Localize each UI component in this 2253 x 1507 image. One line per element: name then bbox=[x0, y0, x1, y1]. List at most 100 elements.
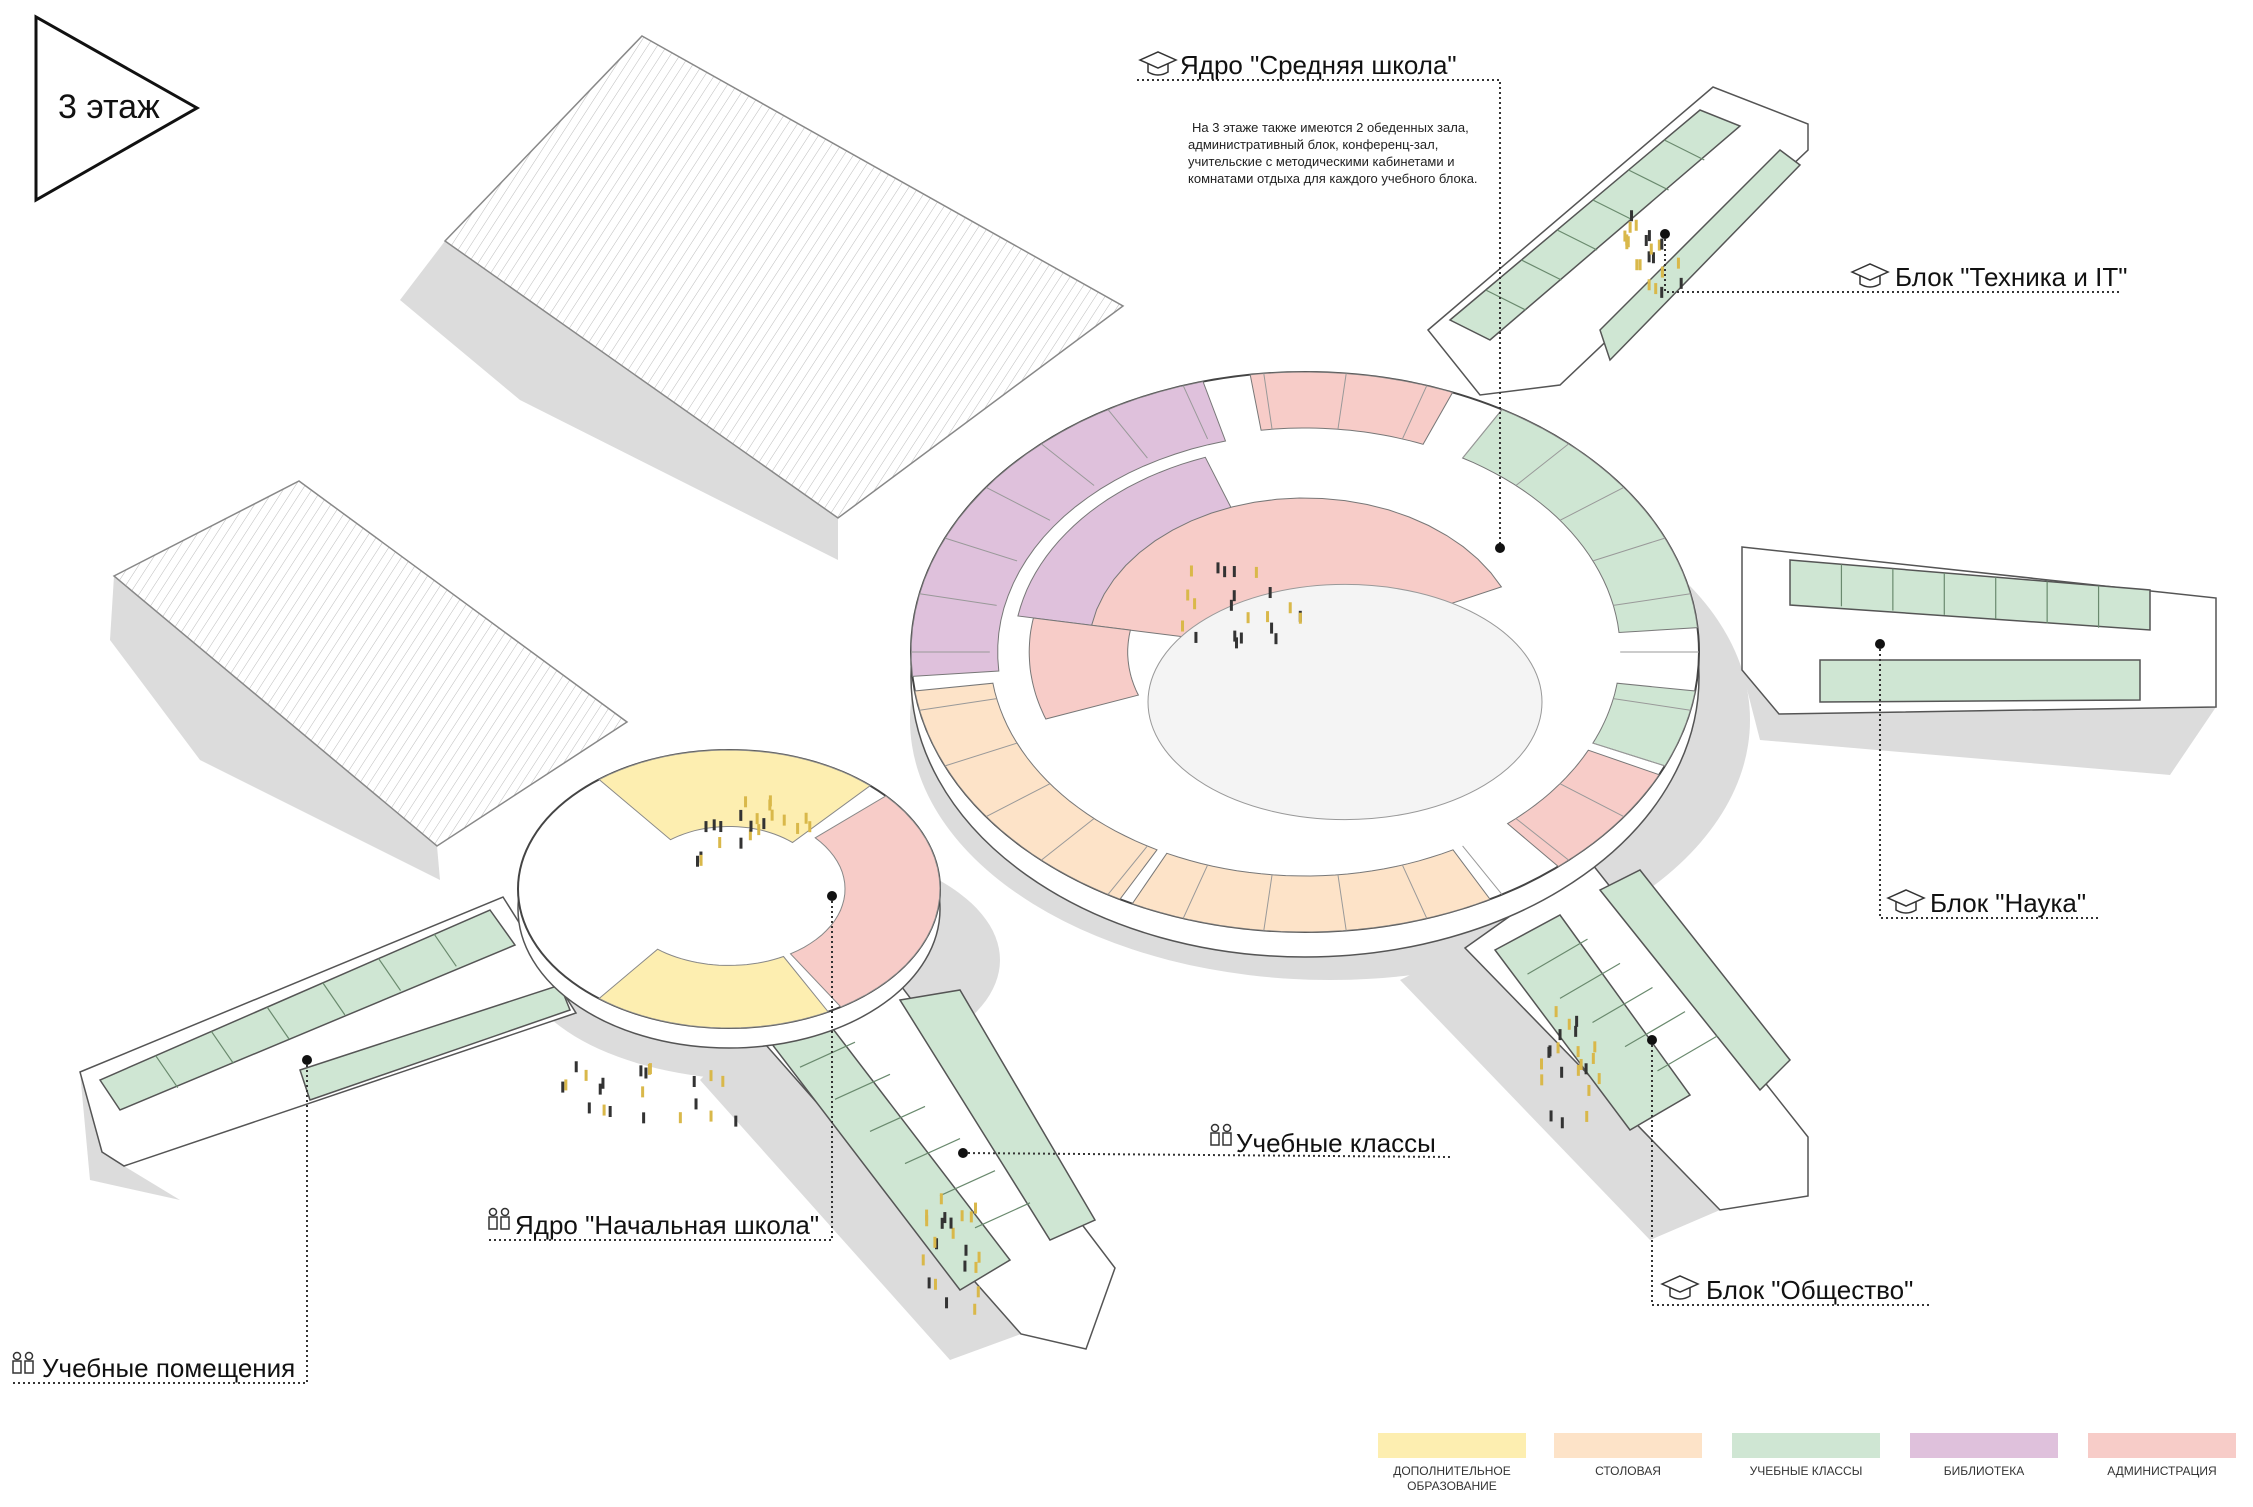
person-figure bbox=[1246, 612, 1250, 624]
room-divider bbox=[1664, 139, 1705, 161]
person-figure bbox=[757, 824, 761, 836]
person-figure bbox=[976, 1286, 980, 1298]
room-divider bbox=[1462, 845, 1503, 895]
person-figure bbox=[1270, 622, 1274, 634]
person-figure bbox=[1654, 283, 1658, 295]
person-figure bbox=[949, 1217, 953, 1229]
svg-text:ДОПОЛНИТЕЛЬНОЕ: ДОПОЛНИТЕЛЬНОЕ bbox=[1393, 1464, 1511, 1478]
person-figure bbox=[925, 1215, 929, 1227]
person-figure bbox=[977, 1251, 981, 1263]
person-figure bbox=[945, 1297, 949, 1309]
person-figure bbox=[1232, 590, 1236, 602]
person-figure bbox=[739, 837, 743, 849]
cap-base bbox=[1859, 276, 1881, 288]
primary-school-core bbox=[517, 749, 941, 1049]
room-divider bbox=[433, 933, 457, 967]
person-figure bbox=[602, 1104, 606, 1116]
roof-small bbox=[112, 480, 629, 847]
person-figure bbox=[1274, 633, 1278, 645]
legend-item-classrooms: УЧЕБНЫЕ КЛАССЫ bbox=[1732, 1433, 1880, 1478]
room-divider bbox=[1613, 593, 1691, 606]
svg-text:БИБЛИОТЕКА: БИБЛИОТЕКА bbox=[1944, 1464, 2025, 1478]
person-figure bbox=[696, 855, 700, 867]
canteen-bottom bbox=[1131, 849, 1491, 933]
label-middle-school: Ядро "Средняя школа" bbox=[1180, 50, 1457, 80]
person-figure bbox=[639, 1065, 643, 1077]
cap-top bbox=[1850, 263, 1890, 281]
person-figure bbox=[1556, 1042, 1560, 1054]
person-figure bbox=[1216, 562, 1220, 574]
room-divider bbox=[1107, 845, 1148, 895]
person-figure bbox=[744, 796, 748, 808]
person-figure bbox=[1540, 1058, 1544, 1070]
middle-school-core bbox=[910, 371, 1700, 958]
person-figure bbox=[641, 1086, 645, 1098]
children-icon bbox=[1210, 1123, 1232, 1146]
room-divider bbox=[986, 486, 1051, 521]
svg-text:учительские с методическими ка: учительские с методическими кабинетами и bbox=[1188, 154, 1455, 169]
person-figure bbox=[719, 821, 723, 833]
children-icon bbox=[12, 1351, 34, 1374]
classrooms-right bbox=[1461, 408, 1699, 634]
person-figure bbox=[933, 1278, 937, 1290]
person-figure bbox=[1660, 266, 1664, 278]
classrooms-science-b bbox=[1819, 659, 2141, 703]
person-figure bbox=[1266, 611, 1270, 623]
room-divider bbox=[869, 1105, 926, 1132]
person-figure bbox=[964, 1244, 968, 1256]
person-figure bbox=[1548, 1045, 1552, 1057]
person-figure bbox=[1229, 599, 1233, 611]
person-figure bbox=[960, 1210, 964, 1222]
person-figure bbox=[1579, 1058, 1583, 1070]
person-figure bbox=[587, 1102, 591, 1114]
person-figure bbox=[768, 799, 772, 811]
child-head bbox=[1210, 1123, 1220, 1133]
legend-item-library: БИБЛИОТЕКА bbox=[1910, 1433, 2058, 1478]
person-figure bbox=[1560, 1066, 1564, 1078]
room-divider bbox=[1559, 486, 1624, 521]
person-figure bbox=[951, 1227, 955, 1239]
room-divider bbox=[1624, 1011, 1686, 1048]
person-figure bbox=[796, 822, 800, 834]
room-divider bbox=[1337, 373, 1347, 430]
person-figure bbox=[939, 1193, 943, 1205]
person-figure bbox=[1576, 1064, 1580, 1076]
room-divider bbox=[1559, 962, 1621, 999]
graduation-cap-icon bbox=[1660, 1275, 1700, 1300]
cap-base bbox=[1147, 64, 1169, 76]
room-divider bbox=[1592, 199, 1634, 221]
person-figure bbox=[755, 813, 759, 825]
person-figure bbox=[1585, 1110, 1589, 1122]
room-divider bbox=[834, 1073, 891, 1100]
person-figure bbox=[608, 1105, 612, 1117]
classrooms-right-low bbox=[1592, 682, 1696, 767]
label-science: Блок "Наука" bbox=[1930, 888, 2086, 918]
person-figure bbox=[749, 820, 753, 832]
person-figure bbox=[940, 1217, 944, 1229]
person-figure bbox=[1635, 259, 1639, 271]
person-figure bbox=[782, 814, 786, 826]
classrooms-tech-it-a bbox=[1448, 109, 1742, 341]
person-figure bbox=[564, 1079, 568, 1091]
person-figure bbox=[1591, 1052, 1595, 1064]
classrooms-society-b bbox=[1598, 869, 1792, 1092]
person-figure bbox=[927, 1277, 931, 1289]
roof-large bbox=[443, 35, 1125, 519]
room-divider bbox=[1462, 409, 1503, 459]
person-figure bbox=[1560, 1117, 1564, 1129]
child-head bbox=[1222, 1123, 1232, 1133]
person-figure bbox=[935, 1238, 939, 1250]
child-body bbox=[488, 1216, 498, 1230]
extra-education-bottom bbox=[598, 948, 829, 1029]
person-figure bbox=[1223, 566, 1227, 578]
room-divider bbox=[1041, 443, 1095, 486]
cap-top bbox=[1660, 1275, 1700, 1293]
person-figure bbox=[1239, 632, 1243, 644]
admin-right bbox=[789, 795, 941, 1008]
label-classrooms: Учебные классы bbox=[1236, 1128, 1436, 1158]
person-figure bbox=[1235, 637, 1239, 649]
room-divider bbox=[939, 1170, 996, 1197]
label-study-rooms: Учебные помещения bbox=[42, 1353, 295, 1383]
person-figure bbox=[1657, 239, 1661, 251]
